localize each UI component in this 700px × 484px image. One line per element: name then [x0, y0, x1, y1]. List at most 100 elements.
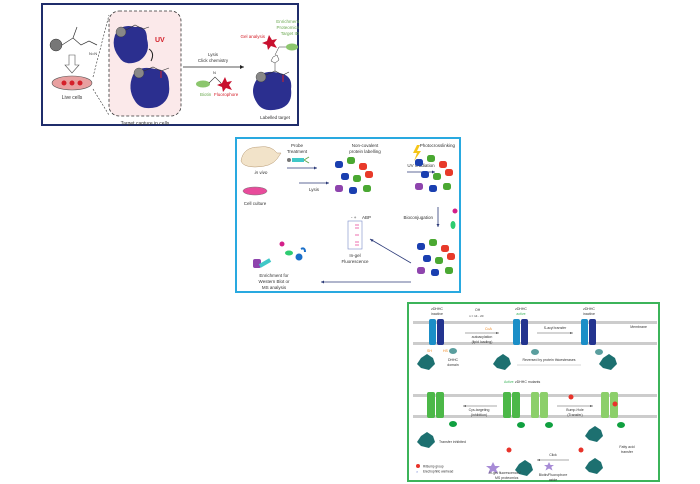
legend-warhead-icon: × [416, 469, 419, 474]
mouse-icon [240, 146, 282, 168]
dhhc-domain-icon [595, 349, 603, 355]
gel-lanes-label: - + [351, 215, 357, 220]
protein-icon [427, 155, 435, 162]
arrow-head-icon [496, 332, 499, 334]
arrow-head-icon [463, 405, 466, 407]
lipid-loading-label: (lipid loading) [472, 340, 493, 344]
probe-bead-icon [255, 71, 267, 83]
legend-bump-label: R/Bump group [423, 465, 444, 469]
linker [274, 46, 280, 56]
legend-bump-icon [416, 464, 420, 468]
sh-label: SH [427, 349, 432, 353]
zdhhc-label: zDHHC [431, 307, 443, 311]
fluorophore-star-icon [217, 77, 232, 92]
protein-icon [447, 253, 455, 260]
target-id-label: Target ID [281, 31, 300, 36]
zdhhc-inactive: zDHHC inactive SH HS DHHC domain [417, 307, 459, 370]
cell-culture-label: Cell culture [244, 201, 267, 206]
fluorophore-icon [452, 208, 458, 214]
arrow-head-icon [590, 405, 593, 407]
protein-labelling-label: protein labelling [349, 149, 381, 154]
mutant-helix-icon [512, 392, 520, 418]
probe-chain [265, 70, 290, 76]
zdhhc-inactive: zDHHC inactive [581, 307, 617, 370]
labelled-target-label: Labelled target [260, 115, 291, 120]
helix-icon [521, 319, 528, 345]
fluorescence-label: Fluorescence [341, 259, 369, 264]
membrane-top [413, 321, 657, 324]
panel1-diagram: N=N Live cells UV Target capture in cell… [49, 10, 300, 127]
protein-icon [347, 157, 355, 164]
substrate-protein-icon [585, 426, 603, 442]
click-chemistry-label: Click chemistry [198, 58, 229, 63]
fatty-acid-label: Fatty acid [619, 445, 634, 449]
arrow-head-icon [314, 166, 317, 170]
protein-icon [435, 257, 443, 264]
panel3-diagram: Membrane zDHHC inactive SH HS DHHC domai… [413, 307, 657, 482]
probe-chain [125, 24, 150, 31]
biotin-icon [286, 43, 298, 51]
ingel-ms-label: In-gel fluorescence / [489, 471, 521, 475]
mutant-helix-icon [436, 392, 444, 418]
protein-icon [415, 159, 423, 166]
membrane-bottom [413, 342, 657, 345]
biotin-icon [285, 250, 293, 256]
arrow-head-icon [370, 239, 374, 242]
transfer-label: (Transfer) [567, 413, 582, 417]
mutant-helix-icon [531, 392, 539, 418]
bump-group-icon [568, 394, 574, 400]
helix-icon [589, 319, 596, 345]
substrate-protein-icon [599, 354, 617, 370]
protein-cluster [417, 239, 455, 276]
helix-icon [581, 319, 588, 345]
ingel-label: In-gel [349, 253, 360, 258]
treatment-label: Treatment [287, 149, 308, 154]
dhhc-domain-icon [449, 421, 457, 427]
autoacylation-label: autoacylation [472, 335, 493, 339]
lysis-label: Lysis [208, 52, 219, 57]
culture-dish-icon [242, 186, 268, 196]
cys-targeting-label: Cys-targeting [469, 408, 490, 412]
fluorophore-star-icon [262, 35, 277, 50]
streptavidin-bead-icon [295, 253, 303, 261]
dhhc-label: DHHC [448, 358, 459, 362]
curved-arrow-icon [148, 48, 154, 62]
western-blot-label: Western Blot or [259, 279, 290, 284]
arrow-head-icon [537, 459, 540, 461]
cell-icon [69, 80, 75, 86]
protein-icon [433, 173, 441, 180]
protein-icon [417, 267, 425, 274]
click-label: Click [549, 453, 557, 457]
proteomics-label: Proteomics [276, 25, 299, 30]
protein-icon [431, 269, 439, 276]
dhhc-domain-icon [617, 422, 625, 428]
biotin-icon [196, 80, 210, 88]
probe-bead-icon [49, 38, 63, 52]
protein-cluster [335, 157, 373, 194]
protein-icon [443, 183, 451, 190]
active-label: active [516, 312, 525, 316]
mutant-helix-icon [427, 392, 435, 418]
probe-label: Probe [291, 143, 304, 148]
panel-zdhhc-mechanism: Membrane zDHHC inactive SH HS DHHC domai… [407, 302, 660, 482]
bump-hole-label: Bump-Hole [566, 408, 584, 412]
panel-photoaffinity-workflow: in vivo Cell culture Probe Treatment Lys… [235, 137, 461, 293]
fluorophore-star-icon [544, 462, 554, 471]
protein-icon [359, 163, 367, 170]
probe-tag-icon [303, 156, 310, 164]
noncovalent-label: Non-covalent [352, 143, 379, 148]
substrate-protein-icon [585, 458, 603, 474]
panel-target-capture: N=N Live cells UV Target capture in cell… [41, 3, 300, 127]
zdhhc-label: zDHHC [583, 307, 595, 311]
fluorophore-icon [279, 241, 285, 247]
zoom-line [92, 88, 110, 116]
substrate-protein-icon [515, 460, 533, 476]
azide-label: N [213, 70, 216, 75]
inhibition-label: (inhibition) [471, 413, 487, 417]
hs-label: HS [443, 349, 449, 353]
probe-linker-icon [292, 158, 304, 162]
coa-label: CoA [485, 327, 492, 331]
linker [208, 76, 222, 84]
alkyne-line [72, 26, 78, 39]
probe-bead-icon [115, 26, 127, 38]
